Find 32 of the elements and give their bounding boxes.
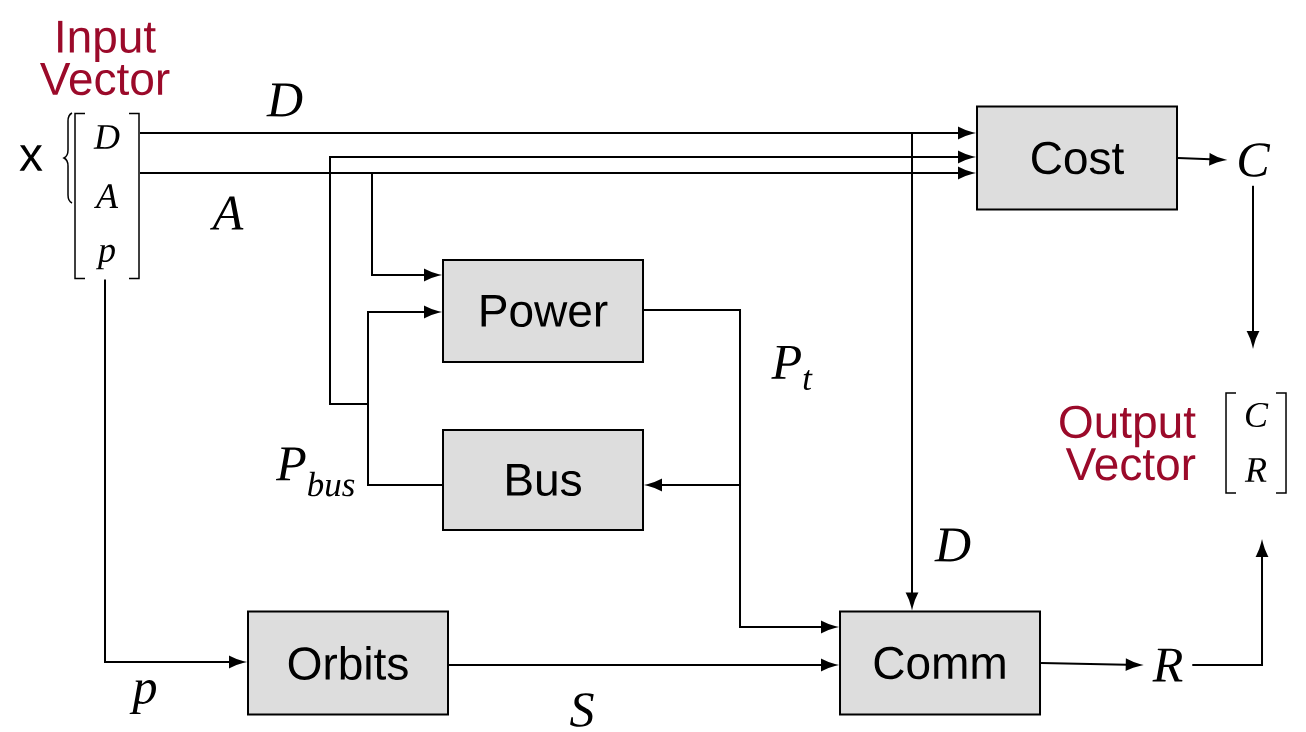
edge-label: p <box>129 679 156 715</box>
edge-label: P$_{bus}$ <box>275 447 355 497</box>
arrow <box>139 172 439 281</box>
arrow <box>1040 658 1141 671</box>
process-box: Orbits <box>247 610 449 716</box>
process-box: Cost <box>976 105 1178 211</box>
vector-entry: C <box>1246 402 1269 428</box>
arrow <box>643 309 836 633</box>
vector-heading: Output Vector <box>1060 405 1196 481</box>
edge-label: A <box>210 196 244 230</box>
arrow <box>139 132 918 608</box>
vector-entry: R <box>1244 458 1267 482</box>
variable-symbol: C <box>1239 143 1271 177</box>
arrow <box>1177 153 1225 166</box>
arrow <box>1191 542 1268 666</box>
edge-label: S <box>570 693 594 727</box>
arrow <box>104 278 244 668</box>
arrow <box>329 151 973 486</box>
process-box: Comm <box>839 610 1041 716</box>
process-box: Power <box>442 259 644 363</box>
edge-label: D <box>266 83 303 117</box>
arrow <box>1247 184 1259 346</box>
arrow <box>448 659 836 671</box>
variable-symbol: x <box>19 145 43 171</box>
vector-heading: Input Vector <box>40 20 170 96</box>
vector-entry: D <box>93 125 120 149</box>
edge-label: P$_{t}$ <box>771 345 813 391</box>
process-box: Bus <box>442 429 644 531</box>
vector-entry: A <box>94 184 119 208</box>
vector-entry: p <box>95 244 115 270</box>
edge-label: D <box>934 528 971 562</box>
variable-symbol: R <box>1152 648 1183 682</box>
